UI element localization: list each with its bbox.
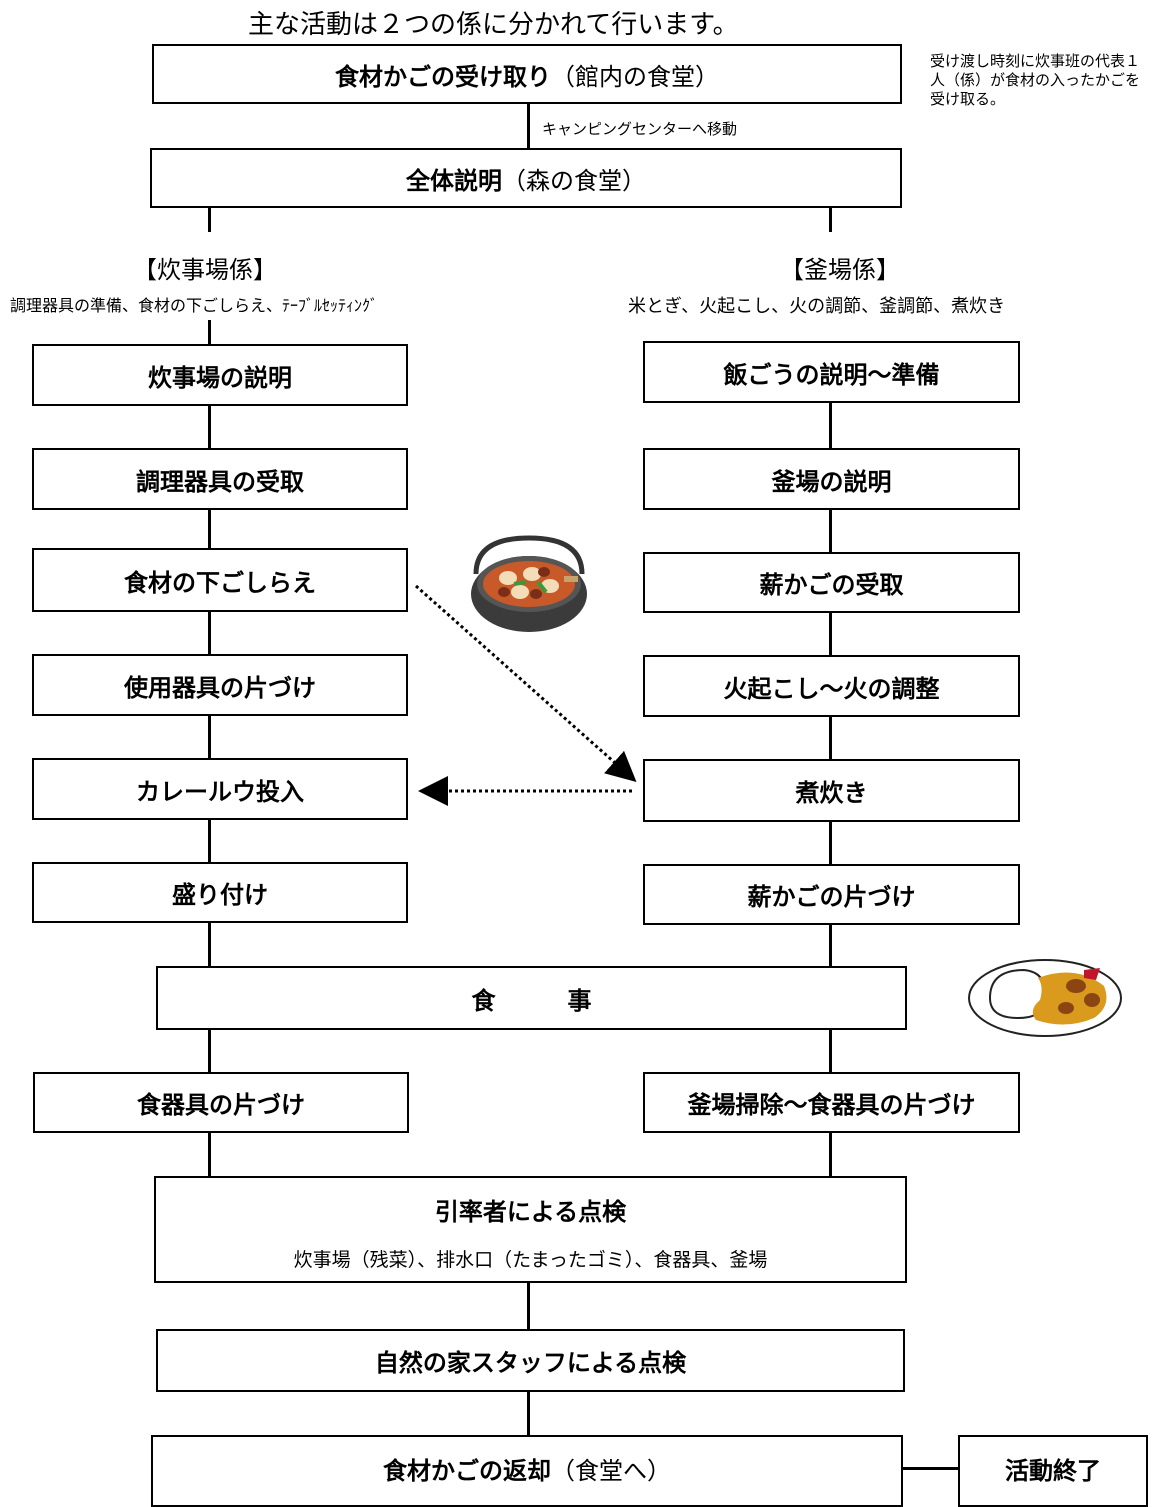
stew-pot-illustration	[471, 535, 587, 632]
stove-crew-desc: 米とぎ、火起こし、火の調節、釜調節、煮炊き	[628, 296, 1006, 317]
receive-basket-place: （館内の食堂）	[551, 62, 719, 91]
step-stove-explanation: 釜場の説明	[643, 448, 1020, 510]
step-receive-utensils: 調理器具の受取	[32, 448, 408, 510]
step-rice-pot-explanation: 飯ごうの説明～準備	[643, 341, 1020, 403]
step-food-prep: 食材の下ごしらえ	[32, 548, 408, 612]
step-label: 食材の下ごしらえ	[124, 568, 316, 597]
kitchen-crew-title: 【炊事場係】	[133, 256, 277, 284]
return-basket-place: （食堂へ）	[551, 1457, 671, 1485]
staff-inspection-title: 自然の家スタッフによる点検	[374, 1349, 687, 1377]
overall-explanation-box: 全体説明（森の食堂）	[150, 148, 902, 208]
activity-end-label: 活動終了	[1005, 1457, 1101, 1485]
step-label: 食器具の片づけ	[137, 1091, 305, 1119]
step-receive-firewood: 薪かごの受取	[643, 552, 1020, 613]
step-cooking: 煮炊き	[643, 759, 1020, 822]
step-clean-utensils: 使用器具の片づけ	[32, 654, 408, 716]
move-label: キャンピングセンターへ移動	[542, 120, 738, 138]
step-label: 使用器具の片づけ	[124, 673, 316, 702]
stove-crew-title: 【釜場係】	[780, 256, 900, 284]
step-label: 火起こし～火の調整	[723, 674, 940, 703]
step-label: 飯ごうの説明～準備	[723, 360, 940, 389]
leader-inspection-title: 引率者による点検	[434, 1198, 627, 1226]
step-label: 釜場掃除～食器具の片づけ	[687, 1091, 976, 1119]
receive-basket-title: 食材かごの受け取り	[335, 62, 551, 91]
step-fire-starting: 火起こし～火の調整	[643, 655, 1020, 717]
step-label: 調理器具の受取	[136, 467, 304, 496]
step-clean-firewood: 薪かごの片づけ	[643, 864, 1020, 925]
kitchen-crew-desc: 調理器具の準備、食材の下ごしらえ、ﾃｰﾌﾞﾙｾｯﾃｨﾝｸﾞ	[10, 296, 379, 315]
step-label: 炊事場の説明	[148, 363, 292, 392]
stove-cleanup-box: 釜場掃除～食器具の片づけ	[643, 1072, 1020, 1133]
step-label: 煮炊き	[795, 779, 868, 807]
step-label: 薪かごの片づけ	[747, 883, 916, 911]
kitchen-cleanup-box: 食器具の片づけ	[33, 1072, 409, 1133]
overall-explanation-place: （森の食堂）	[502, 166, 646, 195]
step-add-curry-roux: カレールウ投入	[32, 758, 408, 820]
return-basket-title: 食材かごの返却	[383, 1457, 551, 1485]
step-serving: 盛り付け	[32, 862, 408, 923]
meal-label: 食 事	[471, 986, 592, 1015]
step-label: 薪かごの受取	[759, 571, 904, 599]
step-label: カレールウ投入	[136, 777, 304, 806]
receive-basket-box: 食材かごの受け取り（館内の食堂）	[152, 44, 902, 104]
leader-inspection-detail: 炊事場（残菜）、排水口（たまったゴミ）、食器具、釜場	[293, 1249, 768, 1271]
step-kitchen-explanation: 炊事場の説明	[32, 344, 408, 406]
receive-note: 受け渡し時刻に炊事班の代表１人（係）が食材の入ったかごを受け取る。	[930, 52, 1141, 108]
step-label: 盛り付け	[172, 881, 268, 909]
curry-rice-illustration	[968, 959, 1122, 1037]
leader-inspection-box: 引率者による点検 炊事場（残菜）、排水口（たまったゴミ）、食器具、釜場	[154, 1176, 907, 1283]
step-label: 釜場の説明	[771, 467, 892, 496]
meal-box: 食 事	[156, 966, 907, 1030]
overall-explanation-title: 全体説明	[406, 166, 502, 195]
prep-to-cooking-arrow	[415, 584, 637, 782]
page-title: 主な活動は２つの係に分かれて行います。	[248, 10, 739, 40]
staff-inspection-box: 自然の家スタッフによる点検	[156, 1329, 905, 1392]
